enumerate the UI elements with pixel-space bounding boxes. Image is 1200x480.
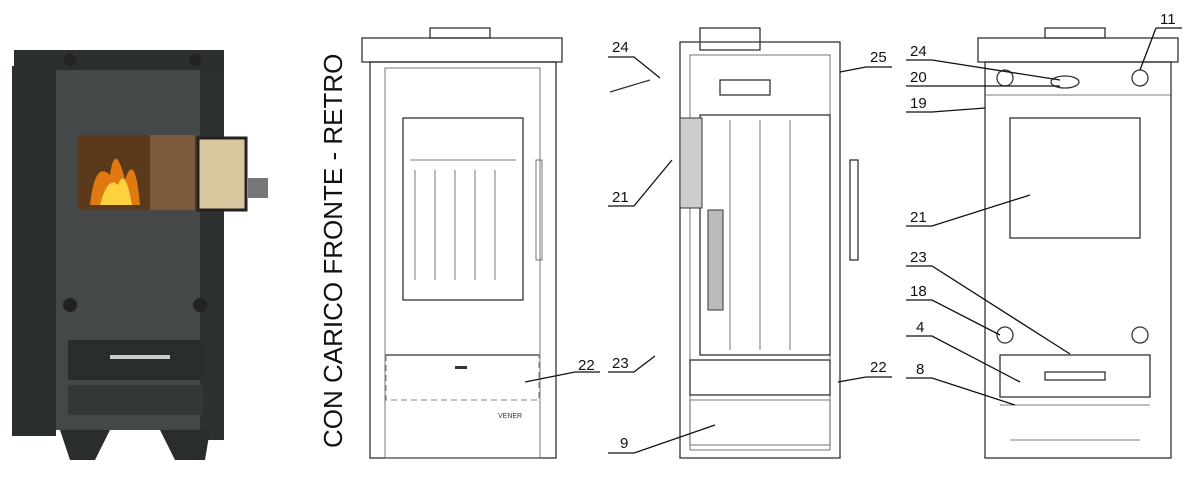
label-rear-19: 19: [910, 95, 927, 112]
label-rear-18: 18: [910, 283, 927, 300]
label-section-23: 23: [612, 355, 629, 372]
front-view: VENER 22: [361, 27, 600, 459]
label-rear-24: 24: [910, 43, 927, 60]
label-rear-8: 8: [916, 361, 924, 378]
label-rear-21: 21: [910, 209, 927, 226]
brand-logo: VENER: [498, 413, 522, 420]
label-rear-11: 11: [1160, 11, 1176, 28]
label-rear-4: 4: [916, 319, 924, 336]
label-section-9: 9: [620, 435, 628, 452]
label-section-24: 24: [612, 39, 629, 56]
rear-view: 11 24 20 19 21 23 18 4 8: [906, 11, 1182, 459]
label-rear-20: 20: [910, 69, 927, 86]
diagram-title: CON CARICO FRONTE - RETRO: [318, 54, 348, 448]
label-rear-23: 23: [910, 249, 927, 266]
section-view: 24 25 21 23 9 22: [608, 27, 892, 459]
label-front-22: 22: [578, 357, 595, 374]
label-section-25: 25: [870, 49, 887, 66]
label-section-22: 22: [870, 359, 887, 376]
stove-photo: [12, 50, 268, 460]
label-section-21: 21: [612, 189, 629, 206]
